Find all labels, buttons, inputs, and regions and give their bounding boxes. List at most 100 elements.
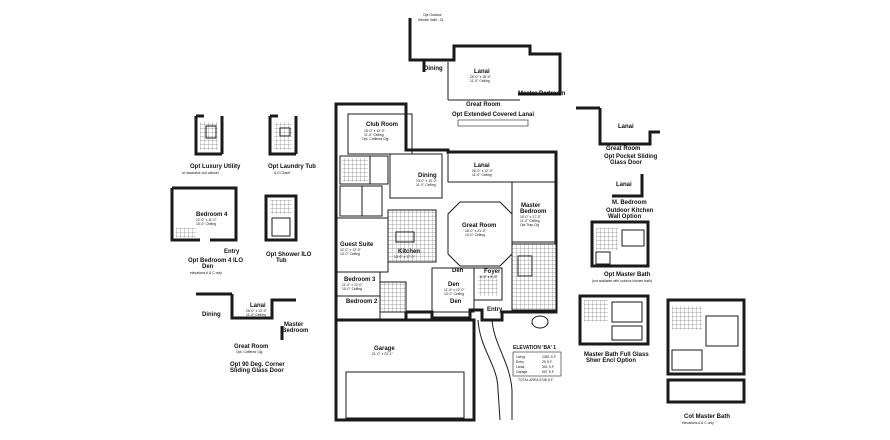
opt-shower: Opt Shower ILO Tub (264, 194, 312, 264)
elevation-title: ELEVATION 'BA' 1 (513, 345, 556, 351)
den2-label: Den (448, 282, 460, 288)
corner-door-dining: Dining (202, 312, 221, 318)
ext-lanai-dim: 26'-0" x 18'-0" (470, 75, 492, 79)
master-bath-note: (not available with outdoor kitchen bath… (592, 279, 652, 283)
laundry-tub-caption1: Opt Laundry Tub (268, 164, 316, 170)
corner-door-caption1: Opt 90 Deg. Corner (230, 362, 285, 368)
great-room-dim: 18'-0" x 21'-0" (465, 229, 487, 233)
shower-caption1: Opt Shower ILO (266, 252, 312, 258)
dining-label: Dining (418, 173, 437, 179)
den3-label: Den (450, 299, 462, 305)
opt-outdoor-kitchen: Lanai M. Bedroom Outdoor Kitchen Wall Op… (606, 174, 654, 220)
outdoor-kitchen-lanai: Lanai (616, 182, 632, 188)
corner-door-lanai-ceiling: 11'-0" Ceiling (246, 313, 266, 317)
guest-suite-ceiling: 10'-0" Ceiling (340, 252, 360, 256)
shower-caption2: Tub (276, 258, 287, 264)
club-room-note: Opt. Coffered Clg. (362, 137, 389, 141)
opt-full-glass: Master Bath Full Glass Shwr Encl Option (578, 294, 650, 364)
club-room-ceiling: 11'-0" Ceiling (364, 133, 384, 137)
laundry-tub-caption2: ILO Closet (274, 171, 290, 175)
dining-ceiling: 11'-0" Ceiling (416, 183, 436, 187)
opt-bedroom4: Bedroom 4 12'-0" x 11'-0" 10'-0" Ceiling… (170, 186, 243, 275)
corner-door-lanai: Lanai (250, 303, 266, 309)
great-room-outline (447, 201, 513, 267)
outdoor-kitchen-m-bedroom: M. Bedroom (612, 200, 647, 206)
lanai-ceiling: 11'-0" Ceiling (472, 173, 492, 177)
elev-total: TOTAL AREA 3748 S.F. (518, 378, 554, 382)
garage-label: Garage (374, 346, 395, 352)
ext-lanai-great-room: Great Room (466, 102, 500, 108)
main-plan (334, 102, 558, 422)
ext-lanai-top-label2: Kitchen Wall - 01 (418, 18, 444, 22)
luxury-utility-caption1: Opt Luxury Utility (190, 164, 241, 170)
master-bedroom-dim: 15'-0" x 17'-0" (520, 215, 542, 219)
club-room-dim: 15'-0" x 12'-0" (364, 129, 386, 133)
corner-door-great-room-sub: Opt. Coffered Clg. (236, 350, 263, 354)
opt-laundry-tub: Opt Laundry Tub ILO Closet (268, 114, 316, 175)
ext-lanai-caption: Opt Extended Covered Lanai (452, 112, 534, 118)
opt-cot-master-bath: Cot Master Bath elevations A & C only (666, 298, 746, 425)
kitchen-dim: 13'-0" x 17'-0" (394, 255, 416, 259)
corner-door-master: Master (284, 322, 304, 328)
kitchen-label: Kitchen (398, 249, 420, 255)
opt-pocket-door: Lanai Great Room Opt Pocket Sliding Glas… (576, 106, 660, 166)
garage-wall (334, 318, 476, 422)
entry-label: Entry (487, 307, 503, 313)
luxury-utility-caption2: w/ stackable w/d cabinet (182, 171, 219, 175)
elev-row-lanai-name: Lanai (516, 365, 525, 369)
foyer-label: Foyer (484, 269, 501, 275)
den-label: Den (452, 268, 464, 274)
dining-dim: 13'-0" x 10'-0" (416, 179, 438, 183)
master-bedroom-label-2: Bedroom (520, 209, 546, 215)
ext-lanai-lanai: Lanai (474, 69, 490, 75)
ext-lanai-master-bedroom: Master Bedroom (518, 91, 565, 97)
opt-extended-lanai: Opt Outdoor Kitchen Wall - 01 Dining Lan… (408, 13, 565, 127)
bedroom4-note: elevations A & C only (190, 271, 222, 275)
master-bedroom-note: Opt Tray Clg (520, 223, 539, 227)
ext-lanai-ceiling: 11'-0" Ceiling (470, 79, 490, 83)
bedroom3-dim: 11'-0" x 12'-0" (342, 283, 363, 287)
garage-dim: 21'-0" x 23'-1" (372, 352, 394, 356)
bedroom4-ceiling: 10'-0" Ceiling (196, 222, 216, 226)
outdoor-kitchen-caption1: Outdoor Kitchen (606, 208, 654, 214)
bedroom4-dim: 12'-0" x 11'-0" (196, 218, 217, 222)
full-glass-caption2: Shwr Encl Option (586, 358, 636, 364)
pocket-door-caption2: Glass Door (610, 160, 643, 166)
bedroom4-caption2: Den (202, 264, 214, 270)
den2-ceiling: 10'-0" Ceiling (444, 292, 464, 296)
master-bedroom-ceiling: 11'-0" Ceiling (520, 219, 540, 223)
full-glass-caption1: Master Bath Full Glass (584, 352, 649, 358)
bedroom3-label: Bedroom 3 (344, 277, 376, 283)
great-room-ceiling: 14'-0" Ceiling (465, 233, 485, 237)
lanai-dim: 26'-0" x 12'-0" (472, 169, 494, 173)
outdoor-kitchen-caption2: Wall Option (608, 214, 641, 220)
elev-row-garage-name: Garage (516, 370, 527, 374)
ext-lanai-dining: Dining (424, 66, 443, 72)
master-bedroom-wall (511, 181, 557, 243)
opt-luxury-utility: Opt Luxury Utility w/ stackable w/d cabi… (182, 114, 241, 175)
bedroom4-caption1: Opt Bedroom 4 ILO (188, 258, 243, 264)
cot-master-bath-caption: Cot Master Bath (684, 414, 730, 420)
guest-suite-label: Guest Suite (340, 242, 374, 248)
guest-suite-dim: 12'-0" x 12'-0" (340, 248, 362, 252)
bedroom4-label: Bedroom 4 (196, 212, 228, 218)
pocket-door-great-room: Great Room (606, 146, 640, 152)
elev-row-entry-name: Entry (516, 360, 524, 364)
main-plan-labels: Club Room 15'-0" x 12'-0" 11'-0" Ceiling… (340, 122, 546, 356)
corner-door-master2: Bedroom (282, 328, 308, 334)
ext-lanai-top-label: Opt Outdoor (423, 13, 443, 17)
opt-master-bath: Opt Master Bath (not available with outd… (590, 220, 652, 283)
corner-door-great-room: Great Room (234, 344, 268, 350)
master-bedroom-label: Master (521, 203, 541, 209)
den2-dim: 11'-0" x 12'-0" (444, 288, 465, 292)
bedroom2-label: Bedroom 2 (346, 299, 378, 305)
foyer-dim: 6'-0" x 8'-0" (480, 275, 498, 279)
elev-row-garage-value: 507 S.F. (542, 370, 554, 374)
elev-row-living-value: 2381 S.F. (542, 355, 556, 359)
lanai-label: Lanai (474, 163, 490, 169)
elevation-table: ELEVATION 'BA' 1 Living 2381 S.F. Entry … (512, 345, 562, 382)
pocket-door-caption1: Opt Pocket Sliding (604, 154, 658, 160)
cot-master-bath-note: elevations A & C only (682, 421, 714, 425)
elev-row-entry-value: 25 S.F. (542, 360, 553, 364)
